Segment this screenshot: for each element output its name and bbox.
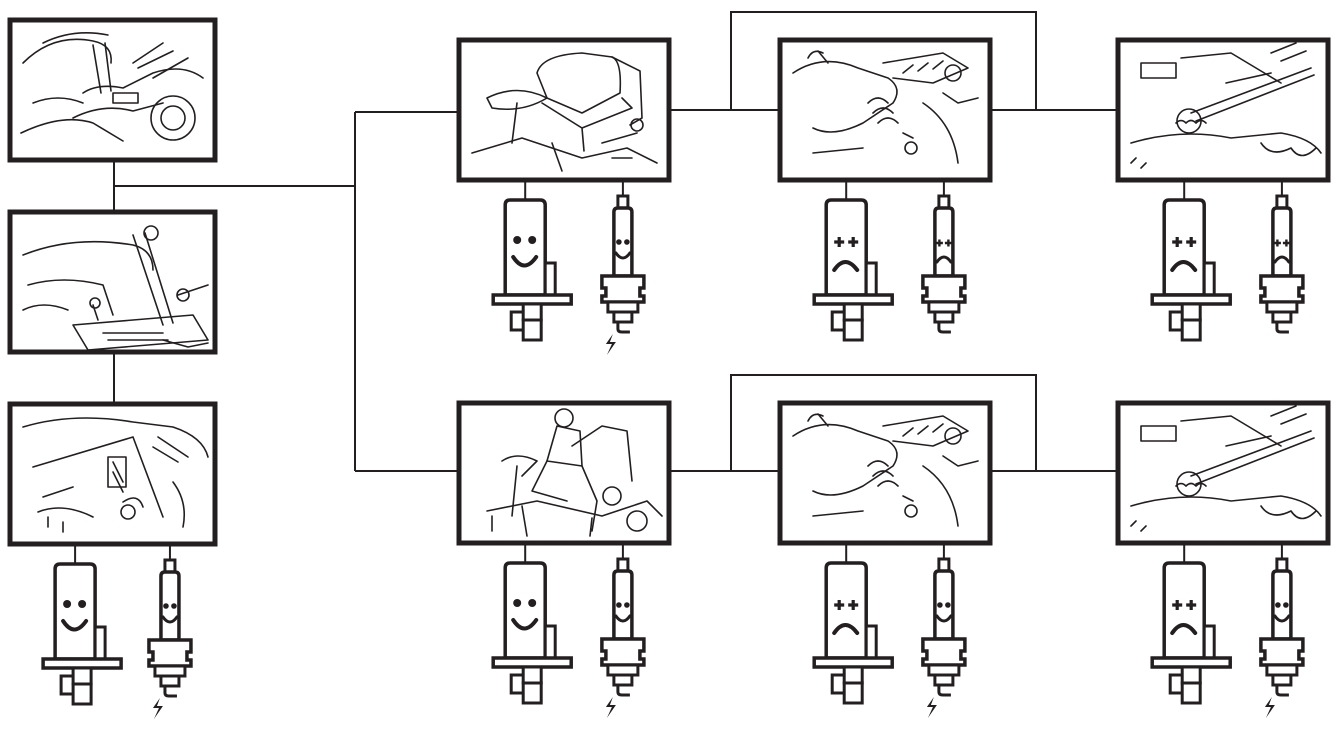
starter-solenoid-sad-icon	[1150, 561, 1232, 705]
spark-bolt-icon	[152, 698, 163, 719]
illustration-grass-bag-lever	[1115, 37, 1331, 183]
spark-plug-happy-icon	[147, 558, 193, 719]
component-characters	[41, 194, 1305, 719]
starter-solenoid-happy-icon	[491, 561, 573, 705]
illustration-brake-pedal-and-parking-brake	[7, 401, 218, 547]
spark-plug-happy-icon	[921, 557, 967, 718]
spark-bolt-icon	[926, 697, 937, 718]
starter-solenoid-sad-icon	[812, 198, 894, 342]
illustration-grass-bag-lever	[1115, 400, 1331, 546]
connector-line	[730, 374, 1037, 471]
spark-bolt-icon	[605, 697, 616, 718]
illustration-operator-hand-on-throttle-lever	[7, 17, 218, 163]
illustration-pto-switch-hand	[777, 400, 993, 546]
illustration-pto-switch-hand	[777, 37, 993, 183]
starter-solenoid-happy-icon	[41, 562, 123, 706]
illustration-seat-and-throttle-lever-gate	[7, 209, 218, 355]
spark-plug-sad-icon	[1259, 194, 1305, 334]
spark-plug-sad-icon	[921, 194, 967, 334]
spark-bolt-icon	[1264, 697, 1275, 718]
illustration-frame	[456, 37, 672, 183]
illustration-frame	[456, 400, 672, 546]
illustration-frame	[777, 37, 993, 183]
illustration-frame	[777, 400, 993, 546]
starter-solenoid-sad-icon	[1150, 198, 1232, 342]
spark-plug-happy-icon	[600, 194, 646, 355]
illustration-frames	[7, 17, 1331, 547]
illustration-frame	[7, 17, 218, 163]
connector-lines	[74, 11, 1283, 564]
starter-solenoid-happy-icon	[491, 198, 573, 342]
illustration-frame	[7, 401, 218, 547]
spark-plug-happy-icon	[1259, 557, 1305, 718]
illustration-operator-seated-on-tractor	[456, 400, 672, 546]
connector-line	[730, 11, 1037, 110]
illustration-tractor-seat-empty	[456, 37, 672, 183]
starter-solenoid-sad-icon	[812, 561, 894, 705]
spark-plug-happy-icon	[600, 557, 646, 718]
spark-bolt-icon	[605, 334, 616, 355]
